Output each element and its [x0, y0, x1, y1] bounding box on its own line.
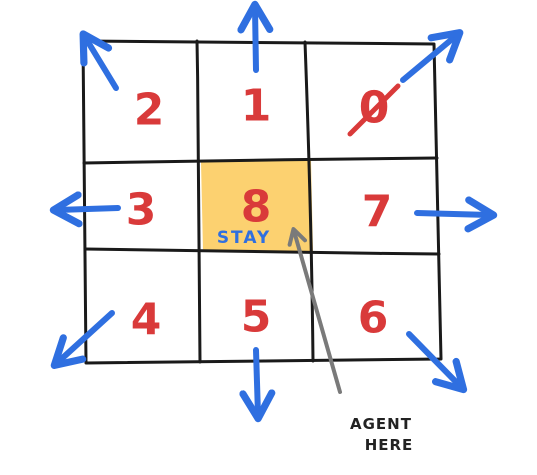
agent-label-line-1: AGENT — [350, 415, 412, 433]
agent-label-line-2: HERE — [365, 436, 414, 454]
center-cell-highlight — [201, 160, 313, 251]
grid-row-line-2 — [83, 247, 441, 256]
grid-col-line-2 — [303, 40, 315, 363]
cell-number-bottom-left: 4 — [131, 295, 162, 346]
cell-number-bottom-center: 5 — [241, 292, 272, 343]
cell-number-bottom-right: 6 — [358, 293, 389, 344]
stay-label: STAY — [217, 228, 271, 248]
arrow-down — [239, 347, 276, 423]
grid-row-line-1 — [82, 156, 439, 165]
cell-number-center: 8 — [241, 182, 272, 233]
direction-arrows — [49, 0, 498, 423]
arrow-left — [49, 191, 121, 228]
arrow-up-left — [79, 30, 119, 91]
arrow-right — [414, 196, 498, 233]
cell-number-top-center: 1 — [241, 81, 272, 132]
cell-number-middle-right: 7 — [362, 187, 393, 238]
slashed-zero-glyph — [347, 83, 401, 137]
arrow-up-right — [400, 29, 464, 83]
cell-number-middle-left: 3 — [126, 185, 157, 236]
agent-pointer-arrow — [287, 227, 342, 394]
cell-numbers: 2 1 0 3 8 7 4 5 6 — [126, 81, 393, 346]
cell-number-top-left: 2 — [134, 85, 165, 136]
arrow-down-right — [406, 331, 468, 394]
agent-here-label: AGENT HERE — [350, 415, 414, 454]
grid-col-line-1 — [195, 39, 202, 364]
arrow-down-left — [50, 310, 115, 370]
arrow-up — [237, 0, 274, 73]
